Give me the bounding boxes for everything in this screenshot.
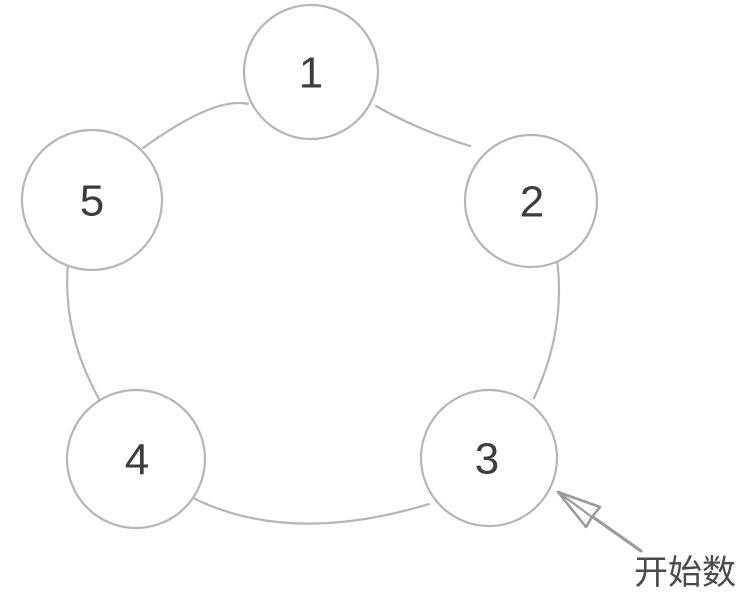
edge-3-to-4	[191, 496, 431, 525]
node-3-circle[interactable]	[419, 388, 559, 528]
node-2-circle[interactable]	[463, 133, 599, 269]
node-1-circle[interactable]	[242, 3, 380, 141]
node-3[interactable]: 3	[419, 388, 559, 528]
node-5[interactable]: 5	[20, 128, 164, 272]
start-count-annotation-label: 开始数	[634, 553, 736, 593]
node-5-circle[interactable]	[20, 128, 164, 272]
node-1-label: 1	[299, 49, 323, 98]
annotation-arrow	[556, 490, 643, 553]
edge-5-to-1	[141, 101, 250, 150]
node-2[interactable]: 2	[463, 133, 599, 269]
node-group: 1 2 3 4 5	[20, 3, 599, 530]
edge-1-to-2	[374, 104, 472, 148]
node-5-label: 5	[80, 177, 104, 226]
node-2-label: 2	[520, 178, 544, 227]
node-3-label: 3	[475, 435, 499, 484]
node-1[interactable]: 1	[242, 3, 380, 141]
edge-2-to-3	[532, 257, 561, 400]
node-4-label: 4	[125, 436, 149, 485]
arrow-head-inner-line-icon	[556, 490, 594, 519]
node-4[interactable]: 4	[65, 388, 207, 530]
edge-group	[66, 101, 561, 525]
node-4-circle[interactable]	[65, 388, 207, 530]
edge-4-to-5	[66, 262, 101, 401]
arrow-shaft-icon	[588, 513, 643, 553]
